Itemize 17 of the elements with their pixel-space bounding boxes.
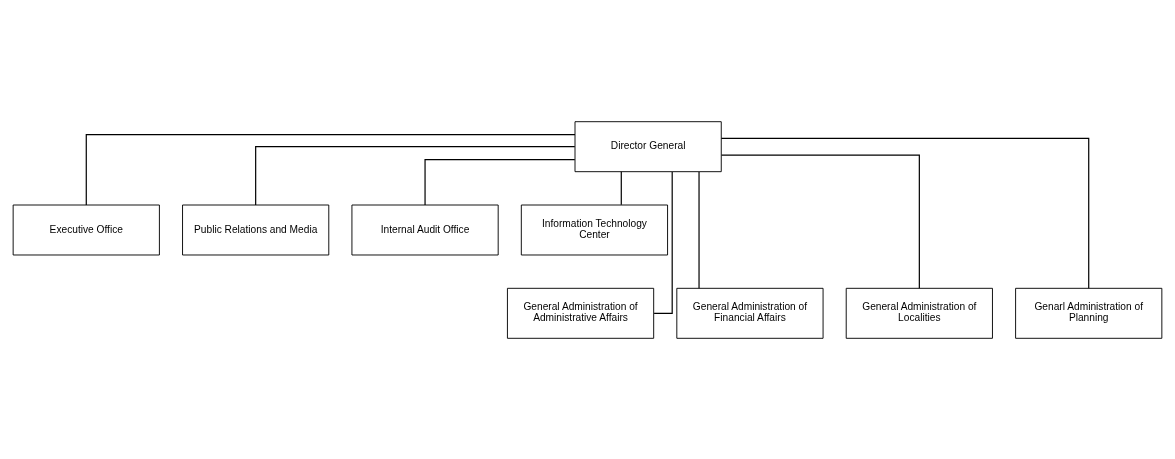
- connector: [653, 170, 673, 314]
- connector: [85, 133, 576, 206]
- node-box: General Administration of Localities: [845, 287, 993, 339]
- node-box: Information Technology Center: [520, 204, 669, 255]
- connector: [720, 137, 1090, 289]
- connector: [255, 145, 576, 206]
- node-box: Executive Office: [12, 204, 160, 255]
- node-box: General Administration of Administrative Affairs: [506, 287, 655, 339]
- connector: [424, 158, 576, 206]
- connector: [720, 153, 920, 289]
- connector: [698, 170, 700, 289]
- node-box: General Administration of Financial Affairs: [676, 287, 824, 339]
- node-box: Genarl Administration of Planning: [1015, 287, 1163, 339]
- node-box: Director General: [574, 120, 722, 172]
- node-box: Public Relations and Media: [182, 204, 330, 255]
- node-box: Internal Audit Office: [351, 204, 499, 255]
- connector: [620, 170, 622, 205]
